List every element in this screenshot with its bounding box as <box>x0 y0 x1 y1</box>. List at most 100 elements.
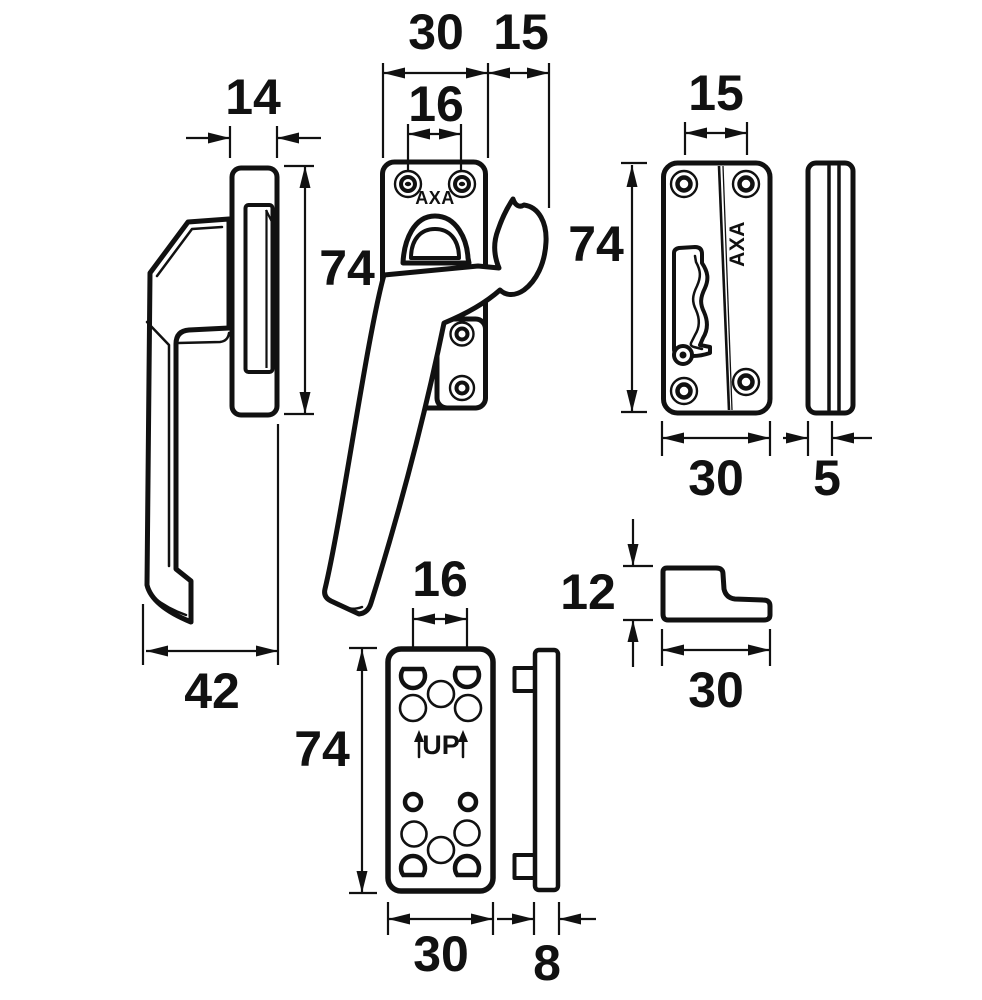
dim-front-screw-spacing: 16 <box>406 76 464 170</box>
extension-line <box>411 608 469 648</box>
side-handle-edge-line <box>145 320 171 568</box>
dim-side-plate-depth: 14 <box>186 69 321 158</box>
arrowhead <box>408 128 430 140</box>
dim-back-plate-thickness: 8 <box>497 902 596 991</box>
arrowhead <box>356 649 368 671</box>
front-screw-top-left <box>393 169 423 199</box>
arrowhead <box>256 645 278 657</box>
up-arrow-icon <box>414 730 424 742</box>
dim-label-front-width: 30 <box>408 4 464 60</box>
dim-front-width-and-hook: 30 15 <box>381 4 551 208</box>
dim-label-keeper-height: 74 <box>568 216 624 272</box>
back-plate-up-marking: UP <box>414 730 468 760</box>
keeper-ridge-line <box>717 165 731 411</box>
back-plate-side-outline <box>532 647 561 893</box>
up-arrow-icon <box>458 730 468 742</box>
keeper-front-view: AXA 15 74 30 <box>568 65 773 506</box>
arrowhead <box>626 390 638 412</box>
arrowhead <box>388 913 410 925</box>
arrowhead <box>208 132 230 144</box>
front-brand-text: AXA <box>415 188 455 208</box>
keeper-latch-screw <box>672 344 694 366</box>
arrowhead <box>488 67 510 79</box>
front-lever-tip-line <box>331 601 364 611</box>
extension-line <box>683 122 749 155</box>
arrowhead <box>685 127 707 139</box>
extension-line <box>532 902 561 935</box>
extension-line <box>284 164 314 416</box>
dim-keeper-height: 74 <box>568 161 647 414</box>
extension-line <box>621 161 647 414</box>
arrowhead <box>748 644 770 656</box>
handle-front-view: AXA 30 15 1 <box>322 4 551 617</box>
front-lever-and-hook <box>322 196 549 617</box>
arrowhead <box>466 67 488 79</box>
front-screw-top-right <box>447 169 477 199</box>
arrowhead <box>786 432 808 444</box>
arrowhead <box>413 613 435 625</box>
back-plate-side-view: 8 <box>497 647 596 991</box>
dim-keeper-screw-spacing: 15 <box>683 65 749 155</box>
arrowhead <box>527 67 549 79</box>
keeper-screw-top-left <box>669 169 699 199</box>
keeper-latch-tongue <box>689 254 704 351</box>
keeper-side-inner-lines <box>827 164 841 412</box>
side-handle-outline <box>144 216 232 625</box>
dim-back-plate-width: 30 <box>386 902 495 982</box>
dim-label-side-depth: 14 <box>225 69 281 125</box>
keeper-side-view: 5 <box>783 160 872 506</box>
back-plate-front-view: UP 16 74 30 <box>294 551 496 982</box>
arrowhead <box>725 127 747 139</box>
back-plate-hole-d-top-right <box>452 665 482 690</box>
back-plate-hole-round <box>398 693 428 723</box>
back-plate-hole-small <box>457 791 479 813</box>
extension-line <box>228 126 279 158</box>
arrowhead <box>627 620 639 642</box>
side-handle-tip-line <box>151 595 188 617</box>
extension-line <box>141 424 280 665</box>
dim-label-wedge-height: 12 <box>560 564 616 620</box>
extension-line <box>381 63 551 208</box>
dim-label-keeper-thickness: 5 <box>813 450 841 506</box>
keeper-screw-top-right <box>731 169 761 199</box>
dim-label-keeper-width: 30 <box>688 450 744 506</box>
back-plate-clip-top <box>512 666 537 693</box>
arrowhead <box>748 432 770 444</box>
arrowhead <box>299 166 311 188</box>
front-screw-bottom <box>448 374 476 402</box>
front-screw-mid <box>449 321 475 347</box>
back-plate-hole-round <box>426 679 456 709</box>
back-plate-hole-round <box>400 820 428 848</box>
dim-back-plate-height: 74 <box>294 646 377 895</box>
back-plate-hole-round <box>426 835 456 865</box>
arrowhead <box>626 165 638 187</box>
handle-side-view: 14 74 42 <box>141 69 375 719</box>
keeper-screw-bottom-right <box>731 367 761 397</box>
dim-keeper-width: 30 <box>660 421 772 506</box>
extension-line <box>406 124 463 170</box>
arrowhead <box>662 644 684 656</box>
arrowhead <box>439 128 461 140</box>
back-plate-hole-round <box>453 819 481 847</box>
arrowhead <box>512 913 534 925</box>
back-plate-hole-d-bottom-right <box>452 853 482 878</box>
extension-line <box>623 564 653 622</box>
arrowhead <box>383 67 405 79</box>
front-pivot-arch-inner <box>409 227 461 260</box>
back-plate-hole-d-top-left <box>398 666 428 691</box>
keeper-screw-bottom-left <box>669 376 699 406</box>
dim-label-back-plate-height: 74 <box>294 721 350 777</box>
arrowhead <box>627 544 639 566</box>
keeper-brand-text: AXA <box>726 221 749 267</box>
dim-back-plate-hole-spacing: 16 <box>411 551 469 648</box>
arrowhead <box>299 392 311 414</box>
up-label: UP <box>422 730 460 760</box>
extension-line <box>806 421 834 456</box>
side-plate-slot <box>243 203 275 374</box>
wedge-outline <box>660 565 773 623</box>
back-plate-clip-bottom <box>512 853 537 880</box>
dim-label-back-plate-width: 30 <box>413 926 469 982</box>
back-plate-hole-round <box>453 693 483 723</box>
